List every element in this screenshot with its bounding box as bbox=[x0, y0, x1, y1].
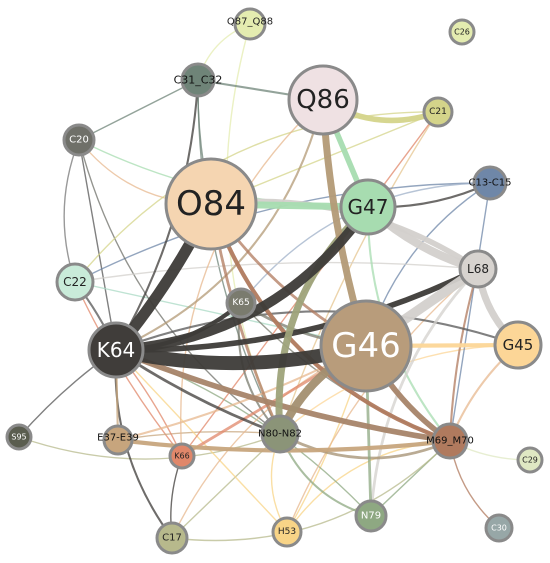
edge-Q86-K66 bbox=[180, 99, 324, 457]
node-circle bbox=[168, 442, 196, 470]
edge-L68-N79 bbox=[369, 267, 480, 518]
edge-C13-C15-C22 bbox=[74, 182, 491, 283]
node-c26[interactable]: C26 bbox=[448, 18, 476, 46]
node-label: C20 bbox=[69, 135, 89, 146]
node-e37-e39[interactable]: E37-E39 bbox=[97, 424, 139, 456]
node-circle bbox=[260, 414, 300, 454]
edge-G45-K64 bbox=[114, 310, 520, 352]
edge-layer bbox=[18, 23, 531, 542]
edge-C31_C32-N80-N82 bbox=[197, 79, 281, 435]
node-q86[interactable]: Q86 bbox=[287, 64, 359, 136]
node-c21[interactable]: C21 bbox=[422, 96, 454, 128]
node-c17[interactable]: C17 bbox=[155, 521, 189, 555]
edge-N80-N82-M69_M70 bbox=[278, 432, 452, 460]
node-circle bbox=[180, 62, 216, 98]
node-label: C13-C15 bbox=[468, 178, 511, 189]
node-g46[interactable]: G46 bbox=[319, 299, 413, 393]
edge-K64-G47 bbox=[111, 202, 373, 355]
node-circle bbox=[319, 299, 413, 393]
node-circle bbox=[422, 96, 454, 128]
node-c20[interactable]: C20 bbox=[62, 123, 96, 157]
node-label: C21 bbox=[429, 107, 447, 117]
node-circle bbox=[164, 157, 258, 251]
node-circle bbox=[233, 7, 267, 41]
node-n80-n82[interactable]: N80-N82 bbox=[258, 414, 302, 454]
node-label: C31_C32 bbox=[174, 74, 223, 87]
node-circle bbox=[472, 165, 508, 201]
edge-L68-C22 bbox=[74, 261, 479, 283]
edge-K64-L68 bbox=[113, 266, 481, 353]
node-g47[interactable]: G47 bbox=[339, 178, 397, 236]
node-label: C22 bbox=[63, 275, 87, 289]
node-g45[interactable]: G45 bbox=[493, 320, 543, 370]
node-c22[interactable]: C22 bbox=[55, 262, 95, 302]
node-label: Q87_Q88 bbox=[227, 17, 273, 28]
node-label: M69_M70 bbox=[426, 436, 474, 447]
edge-K64-Q86 bbox=[114, 98, 325, 352]
node-k66[interactable]: K66 bbox=[168, 442, 196, 470]
node-circle bbox=[287, 64, 359, 136]
node-circle bbox=[493, 320, 543, 370]
node-label: G47 bbox=[348, 195, 389, 219]
node-label: N79 bbox=[361, 511, 381, 522]
node-label: C30 bbox=[491, 524, 507, 533]
node-circle bbox=[5, 423, 33, 451]
edge-C17-M69_M70 bbox=[171, 440, 451, 542]
node-circle bbox=[155, 521, 189, 555]
node-circle bbox=[458, 249, 498, 289]
node-circle bbox=[225, 287, 257, 319]
edge-C13-C15-M69_M70 bbox=[449, 182, 491, 442]
node-label: C29 bbox=[522, 456, 538, 465]
edge-H53-K64 bbox=[115, 349, 288, 533]
node-label: K64 bbox=[97, 338, 136, 362]
node-label: L68 bbox=[467, 262, 489, 276]
edge-O84-M69_M70 bbox=[208, 201, 453, 444]
node-c30[interactable]: C30 bbox=[484, 513, 514, 543]
edge-S95-N80-N82 bbox=[18, 433, 281, 460]
node-label: C17 bbox=[162, 533, 182, 544]
node-h53[interactable]: H53 bbox=[271, 516, 303, 548]
node-circle bbox=[516, 446, 544, 474]
node-label: C26 bbox=[454, 28, 470, 37]
node-n79[interactable]: N79 bbox=[354, 499, 388, 533]
edge-C21-C22 bbox=[74, 111, 439, 283]
node-circle bbox=[484, 513, 514, 543]
node-circle bbox=[87, 321, 145, 379]
node-circle bbox=[271, 516, 303, 548]
node-label: G46 bbox=[331, 326, 401, 366]
node-k64[interactable]: K64 bbox=[87, 321, 145, 379]
node-label: K66 bbox=[174, 452, 189, 461]
node-circle bbox=[448, 18, 476, 46]
node-circle bbox=[55, 262, 95, 302]
node-l68[interactable]: L68 bbox=[458, 249, 498, 289]
node-label: G45 bbox=[503, 336, 534, 354]
node-label: E37-E39 bbox=[97, 433, 139, 444]
node-c13-c15[interactable]: C13-C15 bbox=[468, 165, 512, 201]
edge-C20-C22 bbox=[63, 139, 80, 283]
node-c29[interactable]: C29 bbox=[516, 446, 544, 474]
node-circle bbox=[102, 424, 134, 456]
node-label: N80-N82 bbox=[258, 429, 302, 440]
node-label: K65 bbox=[232, 298, 249, 308]
node-s95[interactable]: S95 bbox=[5, 423, 33, 451]
node-c31_c32[interactable]: C31_C32 bbox=[174, 62, 223, 98]
edge-L68-M69_M70 bbox=[448, 267, 480, 443]
node-label: H53 bbox=[278, 527, 296, 537]
node-circle bbox=[354, 499, 388, 533]
node-o84[interactable]: O84 bbox=[164, 157, 258, 251]
edge-C31_C32-C20 bbox=[78, 79, 199, 141]
node-label: S95 bbox=[11, 433, 26, 442]
node-circle bbox=[62, 123, 96, 157]
node-label: Q86 bbox=[296, 85, 350, 115]
node-circle bbox=[431, 422, 469, 460]
node-circle bbox=[339, 178, 397, 236]
node-m69_m70[interactable]: M69_M70 bbox=[426, 422, 474, 460]
node-k65[interactable]: K65 bbox=[225, 287, 257, 319]
node-label: O84 bbox=[176, 184, 246, 224]
node-q87_q88[interactable]: Q87_Q88 bbox=[227, 7, 273, 41]
